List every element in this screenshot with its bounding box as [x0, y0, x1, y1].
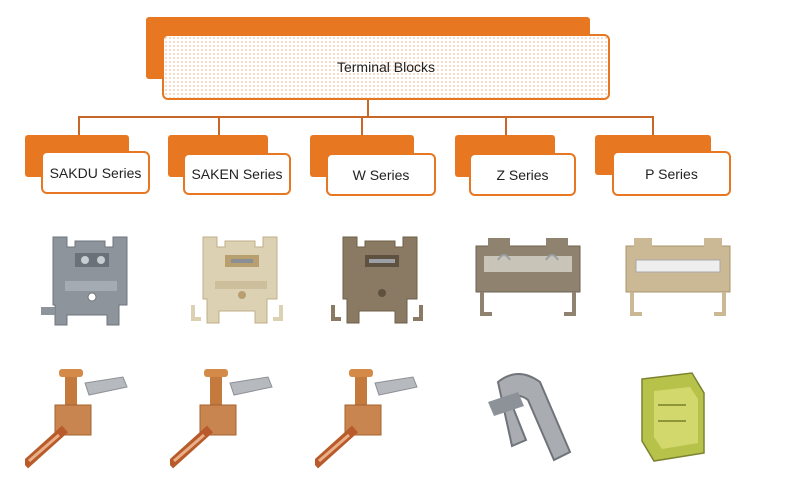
- root-node: Terminal Blocks: [162, 34, 610, 100]
- root-label: Terminal Blocks: [336, 59, 436, 75]
- series-node-p: P Series: [612, 151, 731, 196]
- series-label-p: P Series: [645, 165, 698, 182]
- connector-p: [652, 116, 654, 135]
- series-node-w: W Series: [326, 153, 436, 196]
- steel-spring-clamp-image: [488, 373, 572, 462]
- green-push-in-clamp-image: [641, 372, 705, 462]
- series-label-z: Z Series: [496, 166, 549, 183]
- beige-terminal-block-image: [191, 236, 283, 324]
- series-node-saken: SAKEN Series: [183, 153, 291, 195]
- connector-bus: [78, 116, 653, 118]
- copper-screw-clamp-image-1: [25, 369, 128, 469]
- brown-spring-terminal-block-image: [475, 238, 581, 316]
- copper-screw-clamp-image-3: [315, 369, 418, 469]
- connector-w: [361, 116, 363, 135]
- brown-terminal-block-image: [331, 236, 423, 324]
- series-node-sakdu: SAKDU Series: [41, 151, 150, 194]
- connector-trunk: [367, 100, 369, 117]
- copper-screw-clamp-image-2: [170, 369, 273, 469]
- connector-sakdu: [78, 116, 80, 135]
- series-label-w: W Series: [352, 166, 410, 183]
- series-label-sakdu: SAKDU Series: [49, 164, 142, 181]
- connector-saken: [218, 116, 220, 135]
- connector-z: [505, 116, 507, 135]
- series-label-saken: SAKEN Series: [191, 166, 283, 182]
- series-node-z: Z Series: [469, 153, 576, 196]
- grey-terminal-block-image: [41, 236, 128, 326]
- beige-push-in-terminal-block-image: [625, 238, 731, 316]
